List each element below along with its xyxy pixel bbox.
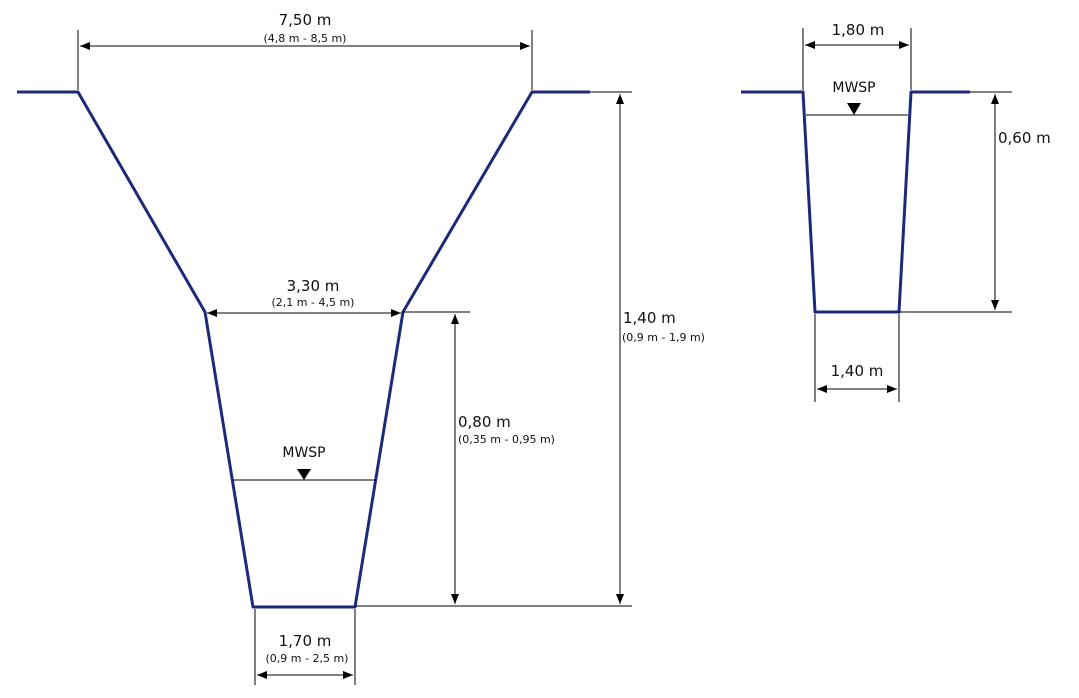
left-bottom-width-value: 1,70 m [279, 632, 332, 650]
right-top-width-value: 1,80 m [832, 21, 885, 39]
left-lower-depth-value: 0,80 m [458, 413, 511, 431]
left-water-level-label: MWSP [282, 445, 325, 461]
left-total-depth-range: (0,9 m - 1,9 m) [622, 331, 705, 344]
right-water-level-triangle-icon [847, 103, 861, 115]
right-bottom-width-value: 1,40 m [831, 362, 884, 380]
left-channel-profile [17, 90, 590, 609]
left-bottom-width-range: (0,9 m - 2,5 m) [266, 652, 349, 665]
left-water-level-triangle-icon [297, 469, 311, 480]
left-middle-width-value: 3,30 m [287, 277, 340, 295]
left-cross-section: MWSP 7,50 m (4,8 m - 8,5 m) 3,30 m (2,1 … [17, 11, 705, 685]
left-middle-width-range: (2,1 m - 4,5 m) [272, 296, 355, 309]
left-total-depth-value: 1,40 m [623, 309, 676, 327]
right-depth-value: 0,60 m [998, 129, 1051, 147]
right-water-level-label: MWSP [832, 80, 875, 96]
left-top-width-range: (4,8 m - 8,5 m) [264, 32, 347, 45]
right-cross-section: MWSP 1,80 m 0,60 m 1,40 m [741, 21, 1051, 402]
right-channel-profile [741, 90, 970, 314]
left-lower-depth-range: (0,35 m - 0,95 m) [458, 433, 555, 446]
left-top-width-value: 7,50 m [279, 11, 332, 29]
